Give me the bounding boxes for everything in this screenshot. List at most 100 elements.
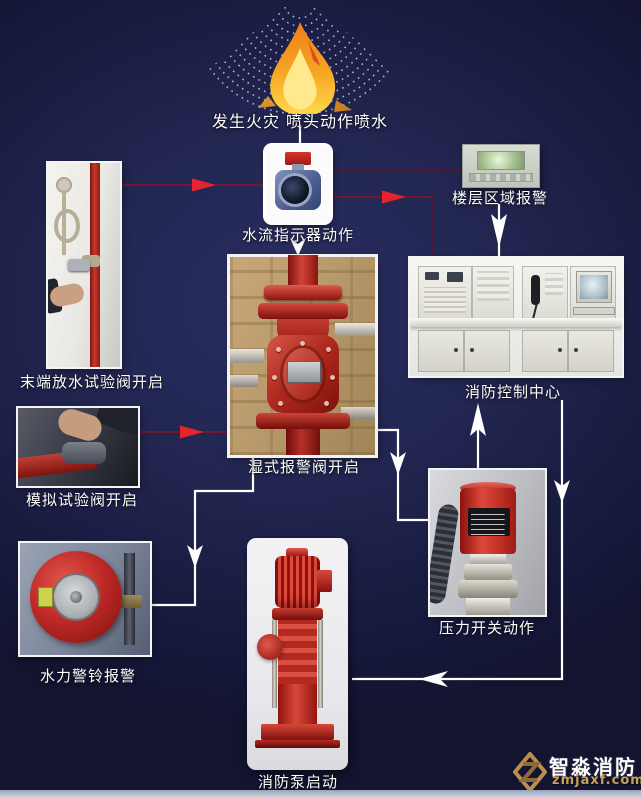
valve-body — [62, 442, 106, 464]
switch-nameplate — [468, 508, 510, 536]
watermark-brand: 智淼消防 — [549, 755, 637, 779]
red-arrowhead-icon — [192, 178, 216, 192]
floor-zone-alarm-photo — [462, 144, 540, 188]
wet-alarm-valve-label: 湿式报警阀开启 — [247, 458, 361, 476]
console-panel — [522, 266, 568, 320]
hydraulic-alarm-bell-label: 水力警铃报警 — [39, 667, 137, 685]
fire-pump-photo — [247, 538, 348, 770]
alarm-display-screen — [477, 151, 525, 170]
pump-motor — [275, 556, 320, 608]
keyboard — [573, 307, 615, 315]
crt-monitor — [576, 271, 612, 303]
bolt — [278, 401, 283, 406]
bolt — [300, 341, 305, 346]
bottom-border-strip — [0, 790, 641, 797]
end-test-valve-photo — [48, 163, 120, 367]
valve-flange — [258, 303, 348, 319]
valve-bottom-pipe — [286, 429, 320, 455]
red-arrowhead-icon — [382, 190, 406, 204]
white-arrowhead-icon — [419, 671, 448, 687]
side-pipe — [230, 375, 258, 387]
water-flow-indicator-photo — [265, 145, 331, 223]
pump-suction-flange — [257, 634, 283, 660]
pump-junction-box — [317, 570, 332, 592]
valve-flange — [256, 413, 350, 429]
console-panel — [472, 266, 514, 320]
bolt — [272, 375, 277, 380]
hex-fitting — [464, 564, 512, 580]
bolt — [324, 401, 329, 406]
telephone-handset — [531, 275, 540, 305]
wet-alarm-valve-photo — [230, 255, 375, 455]
red-arrowhead-icon — [180, 425, 204, 439]
bolt — [330, 375, 335, 380]
pump-base-plate — [255, 740, 340, 748]
indicator-neck — [292, 164, 304, 171]
white-arrowhead-icon — [187, 545, 203, 568]
fitting-collar — [470, 554, 506, 564]
console-desk — [410, 318, 622, 327]
simulation-test-valve-label: 模拟试验阀开启 — [25, 491, 139, 509]
fire-control-center-label: 消防控制中心 — [464, 383, 562, 401]
alarm-button-row — [469, 173, 533, 182]
pump-motor-cap — [286, 548, 308, 556]
cabinet-door — [522, 330, 568, 372]
door-knob — [558, 348, 562, 352]
panel-display — [447, 272, 463, 282]
pressure-switch-label: 压力开关动作 — [438, 619, 536, 637]
connection-pipe — [466, 598, 510, 615]
test-valve-body — [68, 259, 90, 271]
valve-riser-pipe — [288, 255, 318, 287]
pump-tie-rod — [272, 620, 277, 708]
flexible-conduit — [430, 503, 460, 605]
console-panel — [570, 266, 616, 320]
simulation-test-valve-photo — [18, 408, 138, 486]
valve-nameplate — [287, 361, 321, 383]
pump-coupling — [272, 608, 323, 620]
bolt — [276, 347, 281, 352]
door-knob — [470, 348, 474, 352]
hydraulic-alarm-bell-photo — [20, 543, 150, 655]
fire-event-label: 发生火灾 喷头动作喷水 — [211, 112, 389, 131]
indicator-lens — [281, 176, 309, 204]
fire-pump-label: 消防泵启动 — [257, 773, 339, 791]
white-line-wetvalve-to-pressure — [374, 428, 429, 522]
pump-stage-casing — [278, 620, 317, 684]
crt-screen — [580, 275, 608, 299]
side-pipe — [230, 349, 264, 363]
inspection-tag — [38, 587, 53, 607]
sight-glass — [54, 209, 80, 243]
flame-icon — [258, 22, 352, 114]
panel-display — [425, 272, 439, 280]
white-arrowhead-icon — [554, 480, 570, 503]
white-arrowhead-icon — [390, 452, 406, 475]
door-knob — [574, 348, 578, 352]
cabinet-door — [418, 330, 464, 372]
telephone-cord — [532, 302, 538, 320]
brass-fitting — [118, 595, 142, 608]
white-arrowhead-icon — [491, 214, 507, 248]
valve-flange — [264, 285, 342, 300]
pressure-gauge — [56, 177, 72, 193]
bolt — [326, 347, 331, 352]
pump-lower-casing — [278, 684, 317, 724]
hex-fitting — [458, 580, 518, 598]
water-flow-indicator-label: 水流指示器动作 — [241, 226, 355, 244]
cabinet-door — [568, 330, 614, 372]
door-knob — [454, 348, 458, 352]
white-line-wetvalve-to-bell — [149, 455, 255, 607]
console-panel — [418, 266, 472, 320]
pressure-switch-photo — [430, 470, 545, 615]
button-grid — [424, 287, 466, 313]
watermark-site: zmjaxf.com — [552, 773, 641, 788]
floor-zone-alarm-label: 楼层区域报警 — [451, 189, 549, 207]
cabinet-door — [464, 330, 510, 372]
end-test-valve-label: 末端放水试验阀开启 — [19, 373, 165, 391]
white-arrowhead-icon — [470, 403, 486, 436]
fire-control-center-photo — [410, 258, 622, 376]
indicator-rows — [545, 273, 563, 295]
watermark-logo-icon — [513, 752, 547, 792]
white-arrowhead-icon — [290, 238, 306, 256]
